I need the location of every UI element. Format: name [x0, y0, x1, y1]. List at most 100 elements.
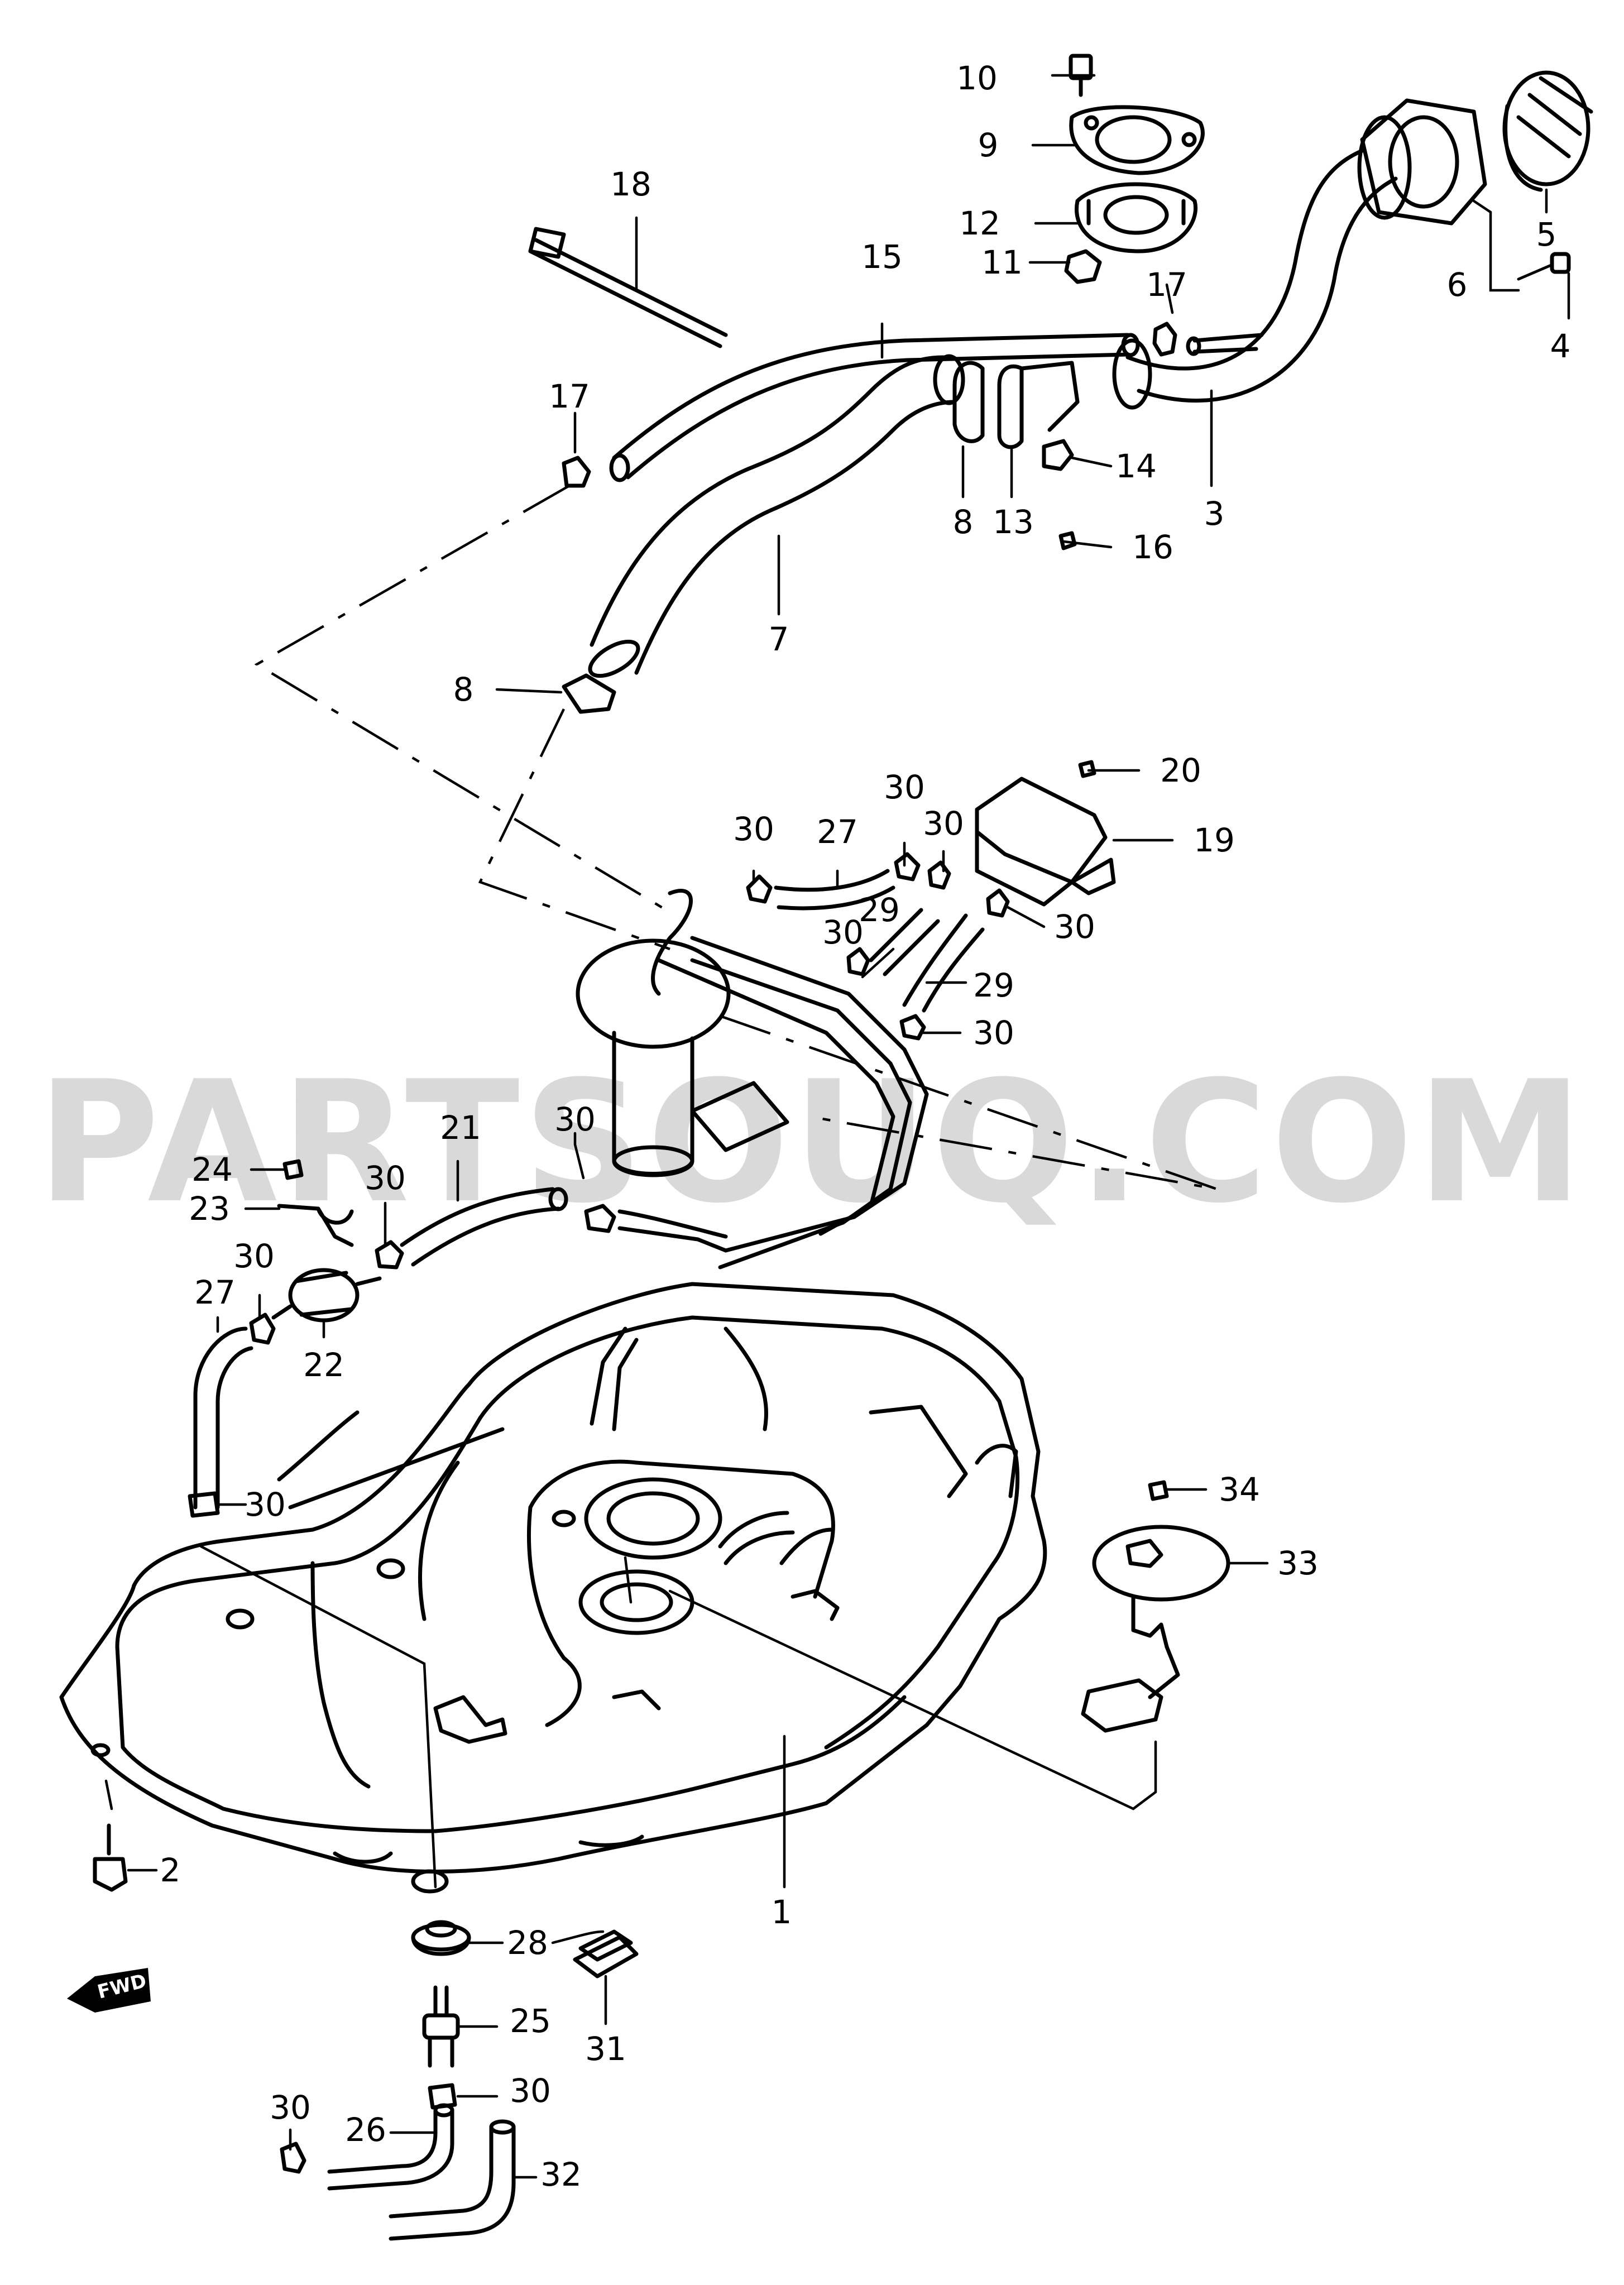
- cable-tie: [528, 227, 728, 348]
- clip: [894, 852, 921, 882]
- callout-labels: 1 2 3 4 5 6 7 8 8 9 10 11 12 13 14 15 16…: [160, 59, 1571, 2193]
- callout-label: 15: [861, 238, 903, 276]
- callout-label: 13: [993, 503, 1034, 541]
- callout-label: 19: [1194, 821, 1235, 859]
- clip: [986, 888, 1010, 918]
- callout-label: 9: [978, 126, 999, 164]
- callout-label: 28: [507, 1924, 548, 1962]
- breather-hose: [609, 333, 1140, 482]
- callout-label: 30: [270, 2088, 311, 2126]
- callout-label: 17: [549, 377, 590, 415]
- screw: [1078, 760, 1096, 778]
- callout-label: 23: [189, 1190, 230, 1228]
- phantom-line: [478, 708, 670, 951]
- filler-neck-pipe: [1125, 148, 1364, 371]
- bracket: [997, 364, 1024, 449]
- filler-hose: [588, 354, 965, 678]
- callout-label: 30: [245, 1486, 286, 1524]
- canister: [975, 777, 1116, 907]
- callout-label: 16: [1132, 528, 1173, 566]
- watermark: PARTSOUQ.COM: [37, 1045, 1587, 1240]
- phantom-line: [720, 1014, 1218, 1191]
- callout-label: 20: [1160, 751, 1201, 789]
- drain-hose: [327, 2108, 454, 2191]
- nut: [1064, 249, 1102, 284]
- hose-clamp: [952, 361, 985, 443]
- callout-label: 30: [233, 1237, 275, 1275]
- callout-label: 30: [884, 768, 925, 806]
- grommet: [573, 1929, 639, 1979]
- callout-label: 26: [345, 2111, 386, 2149]
- neck-flange: [1360, 98, 1487, 226]
- callout-label: 30: [510, 2072, 551, 2110]
- callout-label: 34: [1219, 1470, 1260, 1508]
- callout-label: 30: [554, 1100, 596, 1138]
- callout-label: 12: [959, 204, 1000, 242]
- callout-label: 29: [859, 891, 900, 929]
- mounting-plate: [1075, 182, 1197, 253]
- callout-label: 30: [822, 913, 864, 951]
- callout-label: 29: [973, 966, 1014, 1004]
- vent-hose: [902, 913, 985, 1013]
- callout-label: 14: [1115, 447, 1157, 485]
- clip: [846, 947, 870, 976]
- clip: [584, 1204, 616, 1233]
- callout-label: 30: [733, 810, 774, 848]
- callout-label: 31: [585, 2030, 626, 2068]
- callout-label: 6: [1447, 266, 1468, 304]
- hose-clamp: [562, 673, 616, 714]
- callout-label: 32: [540, 2155, 582, 2193]
- callout-label: 22: [303, 1346, 344, 1384]
- fuel-lines: [617, 936, 929, 1270]
- callout-label: 8: [953, 503, 974, 541]
- callout-label: 17: [1146, 266, 1187, 304]
- callout-label: 30: [973, 1014, 1014, 1052]
- clip: [927, 860, 951, 890]
- filler-neck-assembly: [1064, 54, 1593, 410]
- callout-label: 1: [772, 1893, 792, 1931]
- clip: [562, 456, 591, 488]
- gasket: [1069, 105, 1205, 175]
- phantom-line: [254, 485, 677, 917]
- fuel-gauge-sender: [1081, 1525, 1230, 1733]
- bracket: [277, 1204, 354, 1247]
- fuel-cap: [1502, 70, 1593, 192]
- bolt: [1069, 54, 1093, 97]
- clip: [746, 874, 773, 904]
- fuel-pump-assembly: [576, 889, 789, 1177]
- clip: [375, 1240, 404, 1270]
- vent-hose: [193, 1326, 253, 1510]
- callout-label: 8: [453, 670, 474, 708]
- bolt: [93, 1823, 128, 1892]
- screw: [282, 1159, 304, 1180]
- drain-hose: [389, 2125, 516, 2241]
- clip: [280, 2142, 306, 2174]
- clip: [188, 1491, 220, 1518]
- callout-label: 21: [440, 1109, 481, 1147]
- callout-label: 24: [191, 1151, 233, 1189]
- callout-label: 30: [365, 1159, 406, 1197]
- callout-label: 33: [1277, 1544, 1319, 1582]
- screw: [1148, 1480, 1169, 1501]
- clip: [428, 2083, 457, 2110]
- gauge-opening: [578, 1569, 694, 1635]
- callout-leaders: [127, 74, 1570, 2179]
- fwd-arrow-icon: FWD: [67, 1968, 151, 2013]
- callout-label: 25: [510, 2002, 551, 2040]
- screw: [1058, 531, 1077, 550]
- callout-label: 30: [1054, 908, 1095, 946]
- vent-hose: [869, 908, 940, 976]
- callout-label: 10: [956, 59, 998, 97]
- stud: [422, 1985, 460, 2068]
- pump-opening: [584, 1477, 722, 1560]
- callout-label: 18: [610, 165, 651, 203]
- fuel-hose: [400, 1187, 561, 1267]
- callout-label: 2: [160, 1851, 181, 1889]
- callout-label: 4: [1550, 327, 1571, 365]
- callout-label: 30: [923, 804, 964, 842]
- callout-label: 3: [1204, 495, 1225, 533]
- callout-label: 7: [769, 620, 789, 658]
- clip: [899, 1014, 926, 1041]
- callout-label: 11: [981, 243, 1023, 281]
